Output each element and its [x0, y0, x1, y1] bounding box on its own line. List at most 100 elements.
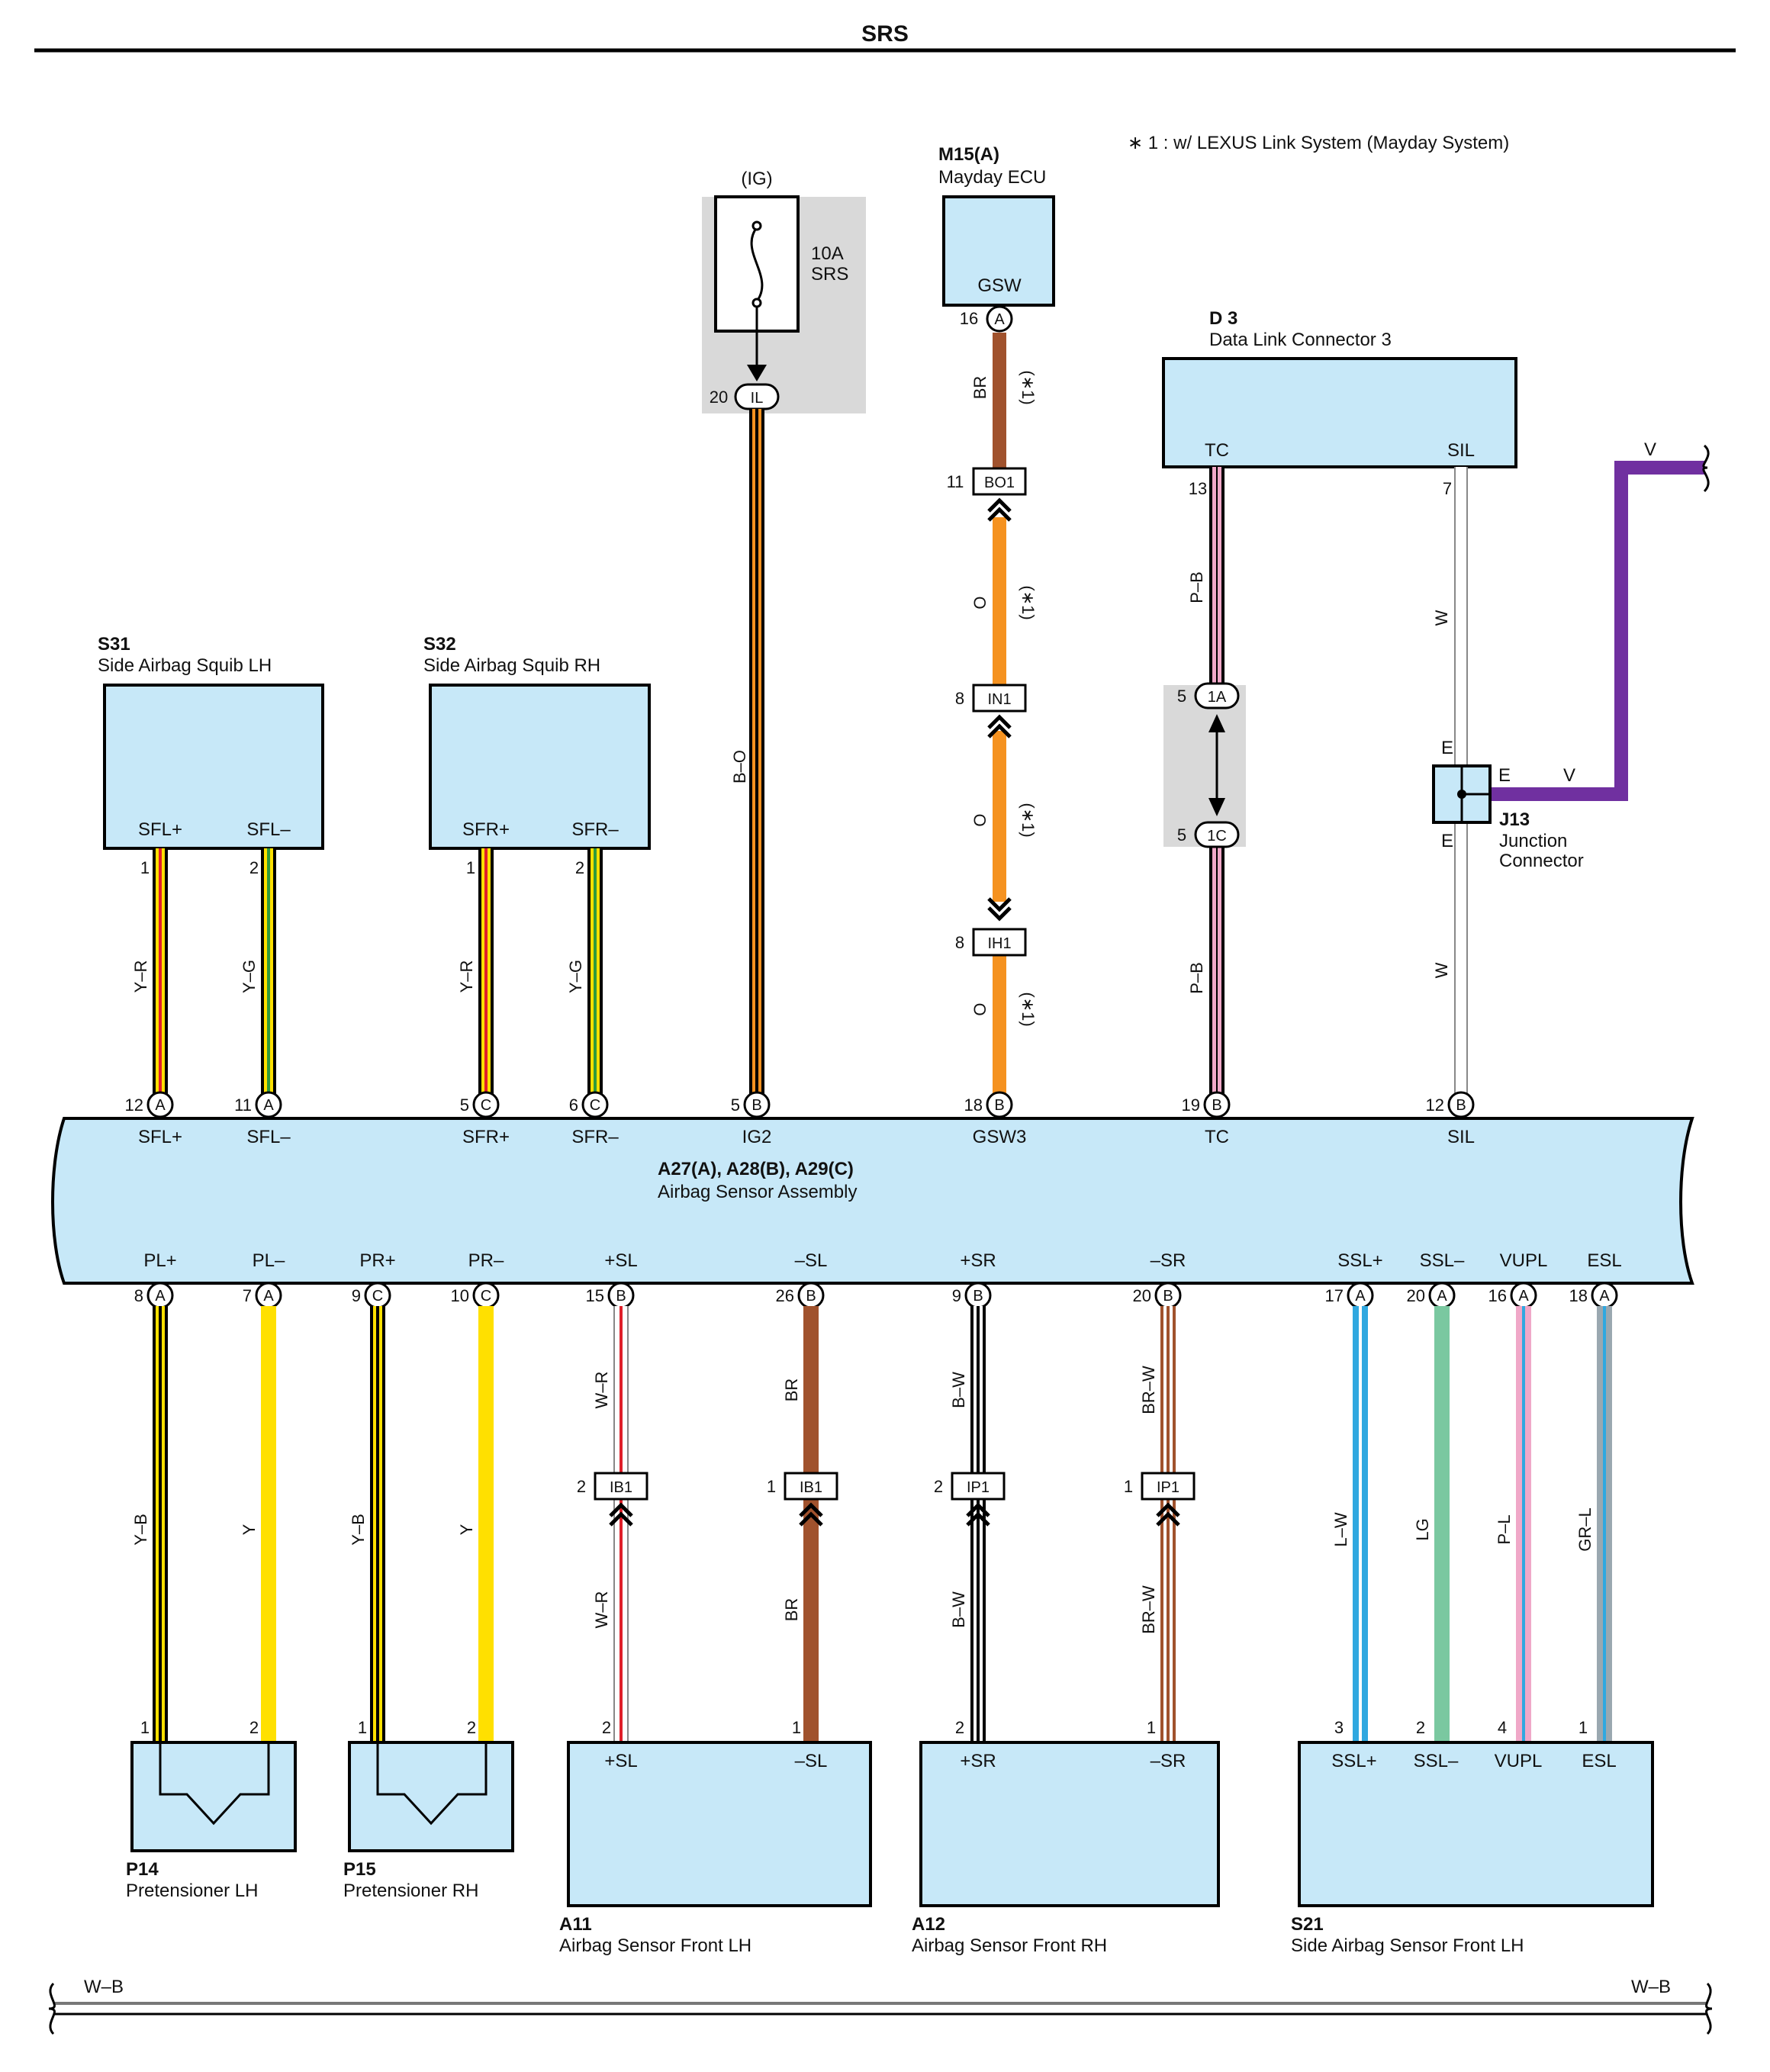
junction-e-top: E	[1441, 738, 1453, 758]
junction-id: J13	[1499, 809, 1530, 830]
dlc-name: Data Link Connector 3	[1209, 330, 1392, 350]
mayday-ecu: M15(A) Mayday ECU GSW	[938, 144, 1055, 307]
ecu-bottom-pin-name: +SL	[604, 1250, 637, 1271]
side-sensor-name: Side Airbag Sensor Front LH	[1291, 1935, 1524, 1956]
dlc-term-tc: TC	[1205, 440, 1229, 461]
ecu-bottom-pin-code: C	[481, 1288, 491, 1305]
front-sensor-rh-name: Airbag Sensor Front RH	[912, 1935, 1107, 1956]
side-sensor-id: S21	[1291, 1914, 1324, 1935]
wire-esl	[1597, 1306, 1612, 1742]
wire-label-plus-sr-upper: B–W	[949, 1372, 968, 1408]
ecu-bottom-pin-code: A	[155, 1288, 166, 1305]
side-sensor-term-4: ESL	[1582, 1751, 1616, 1771]
fuse-il-code: IL	[751, 390, 764, 407]
connector-ih1-pin: 8	[955, 933, 964, 952]
ecu-bottom-pin-code: B	[1163, 1288, 1173, 1305]
side-sensor-term-3: VUPL	[1495, 1751, 1543, 1771]
wire-pl-minus	[261, 1306, 276, 1742]
ecu-top-pin-code: B	[994, 1097, 1004, 1114]
ecu-bottom-pins: A8PL+A7PL–C9PR+C10PR–B15+SLB26–SLB9+SRB2…	[134, 1250, 1622, 1309]
wire-plus-sr	[970, 1306, 986, 1742]
connector-1a1c-arrow-up	[1208, 714, 1225, 732]
ecu-bottom-pin-8: B 20 –SR	[1133, 1250, 1186, 1309]
ecu-bottom-pin-code: B	[806, 1288, 816, 1305]
ecu-bottom-pin-name: +SR	[960, 1250, 996, 1271]
side-sensor-pin-1: 3	[1334, 1718, 1344, 1737]
wire-label-gsw-o1: O	[970, 596, 990, 609]
squib-lh-box	[103, 684, 324, 850]
ecu-bottom-pin-name: SSL+	[1337, 1250, 1382, 1271]
wire-label-pl-plus: Y–B	[131, 1514, 150, 1546]
squib-lh-pin-2: 2	[249, 858, 259, 877]
wire-label-pr-plus: Y–B	[349, 1514, 368, 1546]
ecu-bottom-pin-name: –SR	[1150, 1250, 1186, 1271]
ecu-top-pin-name: SFL+	[138, 1127, 182, 1147]
wire-label-plus-sl-upper: W–R	[592, 1372, 611, 1409]
front-sensor-lh-box	[567, 1741, 872, 1907]
front-sensor-rh-term-2: –SR	[1150, 1751, 1186, 1771]
squib-lh-pin-1: 1	[140, 858, 150, 877]
ecu-bottom-pin-number: 17	[1325, 1286, 1344, 1305]
wire-sfr-plus	[478, 848, 494, 1096]
mayday-box	[942, 195, 1055, 307]
wire-label-tc-upper: P–B	[1187, 571, 1206, 603]
ecu-bottom-pin-name: VUPL	[1500, 1250, 1548, 1271]
ecu-bottom-pin-code: A	[1518, 1288, 1529, 1305]
ecu-top-pin-circle	[581, 1091, 609, 1118]
wire-label-ssl-plus: L–W	[1331, 1512, 1350, 1546]
ecu-bottom-pin-number: 7	[243, 1286, 252, 1305]
pretensioner-rh-pin-1: 1	[358, 1718, 367, 1737]
pretensioner-lh-name: Pretensioner LH	[126, 1881, 258, 1901]
fuse-name: SRS	[811, 264, 848, 285]
side-sensor-front-lh: SSL+ SSL– VUPL ESL 3 2 4 1 S21 Side Airb…	[1291, 1718, 1654, 1956]
connector-ip1-plus-pin: 2	[934, 1477, 943, 1496]
mayday-pin-num: 16	[960, 309, 978, 328]
ecu-top-pin-code: C	[481, 1097, 491, 1114]
front-sensor-lh-pin-1: 2	[602, 1718, 611, 1737]
squib-rh-name: Side Airbag Squib RH	[423, 655, 600, 676]
wire-label-sil-upper: W	[1432, 610, 1451, 626]
fuse-arrow	[747, 365, 767, 381]
dlc-id: D 3	[1209, 308, 1237, 329]
ecu-bottom-pin-name: –SL	[795, 1250, 828, 1271]
pretensioner-rh-box	[348, 1741, 514, 1852]
fuse-symbol	[750, 227, 764, 302]
wire-label-minus-sl-lower: BR	[782, 1598, 801, 1622]
side-sensor-pin-3: 4	[1498, 1718, 1507, 1737]
fuse-rating: 10A	[811, 243, 844, 264]
wire-minus-sr	[1160, 1306, 1176, 1742]
wire-label-esl: GR–L	[1575, 1507, 1595, 1551]
connector-1a1c-arrow-down	[1208, 798, 1225, 816]
ecu-top-pin-name: SFR+	[462, 1127, 510, 1147]
squib-rh-pin-1: 1	[466, 858, 475, 877]
side-sensor-pin-2: 2	[1416, 1718, 1425, 1737]
connector-ih1: IH1 8	[955, 899, 1027, 957]
ground-label-right: W–B	[1631, 1977, 1671, 1997]
connector-1a1c-gray-area	[1163, 685, 1246, 847]
ecu-top-pin-circle	[255, 1091, 282, 1118]
dlc-box	[1162, 357, 1517, 468]
wire-label-minus-sl-upper: BR	[782, 1379, 801, 1402]
junction-wire-v-right: V	[1644, 439, 1656, 460]
mayday-terminal: GSW	[977, 275, 1022, 296]
ecu-top-pin-name: GSW3	[973, 1127, 1027, 1147]
ecu-top-pin-circle	[1447, 1091, 1475, 1118]
connector-1a: 1A 5	[1177, 682, 1240, 709]
connector-in1-pin: 8	[955, 689, 964, 708]
note-text: ∗ 1 : w/ LEXUS Link System (Mayday Syste…	[1128, 133, 1509, 153]
ecu-bottom-pin-code: B	[973, 1288, 983, 1305]
ecu-id: A27(A), A28(B), A29(C)	[658, 1159, 854, 1179]
ecu-bottom-pin-number: 20	[1133, 1286, 1151, 1305]
fuse-il-pin: 20	[710, 388, 728, 407]
junction-name-2: Connector	[1499, 851, 1584, 871]
ecu-bottom-pin-number: 9	[352, 1286, 361, 1305]
side-sensor-term-2: SSL–	[1414, 1751, 1459, 1771]
ecu-bottom-pin-number: 18	[1569, 1286, 1588, 1305]
wire-label-plus-sr-lower: B–W	[949, 1591, 968, 1628]
junction-dot	[1457, 790, 1466, 799]
